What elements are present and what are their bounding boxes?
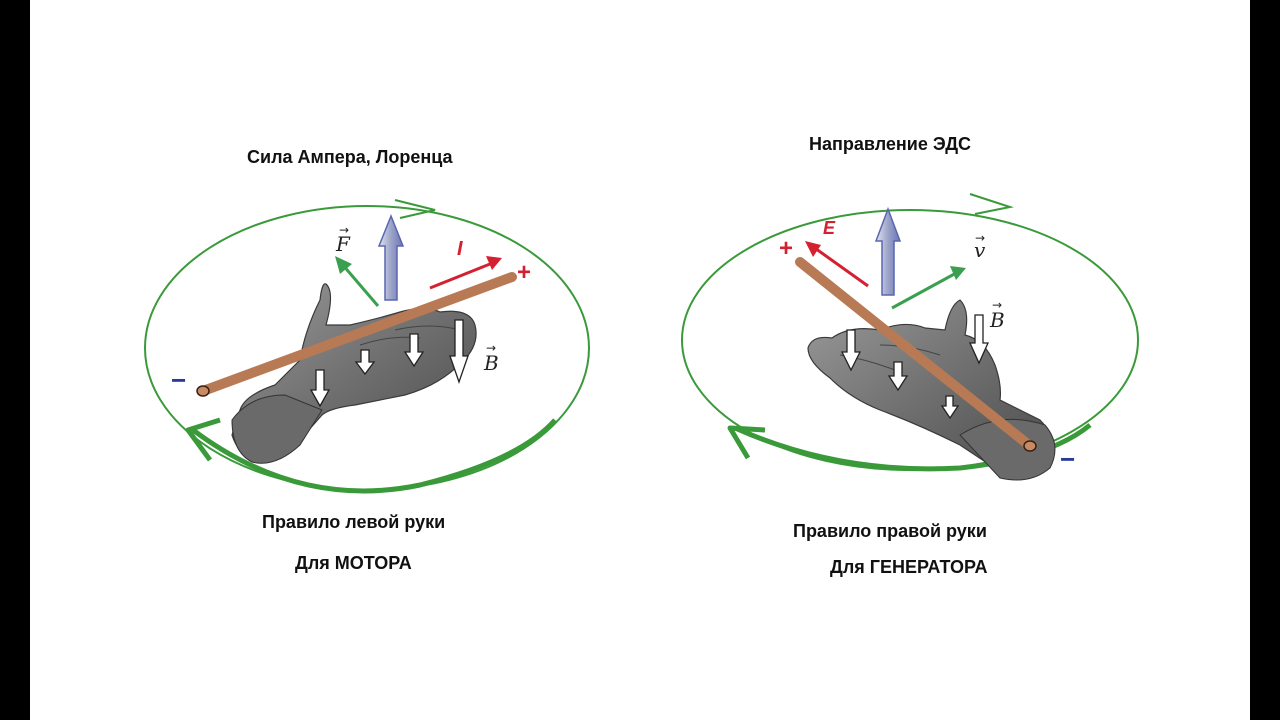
motor-minus-sign: − <box>171 365 186 395</box>
field-arrow-down-icon <box>354 349 376 376</box>
motor-hand-icon <box>231 283 477 464</box>
generator-field-arrows <box>840 314 990 420</box>
generator-field-label: B <box>989 308 1005 332</box>
field-arrow-down-icon <box>309 369 331 408</box>
generator-conductor <box>795 257 1035 451</box>
generator-minus-sign: − <box>1060 444 1075 474</box>
motor-loop-arrowhead-bottom <box>185 417 221 462</box>
diagram-svg: F → I B → + − <box>144 193 1139 494</box>
generator-loop-arrowhead-bottom <box>727 425 766 460</box>
motor-current-label: I <box>457 238 463 260</box>
field-arrow-down-icon <box>449 319 469 384</box>
generator-title: Направление ЭДС <box>809 134 972 154</box>
field-arrow-down-icon <box>887 361 909 392</box>
field-arrow-down-icon <box>403 333 425 368</box>
motor-current-arrow-icon <box>429 256 502 290</box>
motor-diagram: F → I B → + − <box>144 199 590 494</box>
motor-loop-thick-segment <box>191 418 557 494</box>
motor-title: Сила Ампера, Лоренца <box>247 147 453 167</box>
motor-conductor-end <box>196 385 210 397</box>
generator-rule: Правило правой руки <box>793 521 987 541</box>
field-arrow-down-icon <box>840 329 862 372</box>
motor-loop-arrowhead-top <box>394 199 436 219</box>
generator-field-up-arrow-icon <box>874 206 902 296</box>
diagram-canvas: Сила Ампера, Лоренца Правило левой руки … <box>30 0 1250 720</box>
motor-field-label: B <box>483 351 499 375</box>
motor-field-up-arrow-icon <box>377 213 405 301</box>
generator-emf-label: E <box>823 218 836 238</box>
motor-field-vector-mark: → <box>486 341 496 355</box>
motor-subtitle: Для МОТОРА <box>295 553 412 573</box>
generator-hand-icon <box>807 299 1056 481</box>
field-arrow-down-icon <box>940 395 960 420</box>
generator-subtitle: Для ГЕНЕРАТОРА <box>830 557 988 577</box>
generator-diagram: E v → B → + − <box>681 193 1139 481</box>
motor-plus-sign: + <box>517 259 531 286</box>
motor-conductor <box>198 272 517 396</box>
generator-velocity-vector-mark: → <box>975 231 985 245</box>
motor-force-vector-mark: → <box>339 223 349 237</box>
motor-force-label: F <box>335 232 351 256</box>
generator-velocity-arrow-icon <box>891 266 966 310</box>
motor-force-arrow-icon <box>335 256 380 307</box>
generator-plus-sign: + <box>779 235 793 262</box>
motor-field-arrows <box>309 319 469 408</box>
generator-emf-arrow-icon <box>805 241 869 288</box>
generator-field-vector-mark: → <box>992 298 1002 312</box>
motor-rule: Правило левой руки <box>262 512 446 532</box>
generator-conductor-end <box>1023 440 1037 452</box>
field-arrow-down-icon <box>968 314 990 365</box>
generator-loop-arrowhead-top <box>969 193 1014 215</box>
generator-velocity-label: v <box>974 238 986 262</box>
